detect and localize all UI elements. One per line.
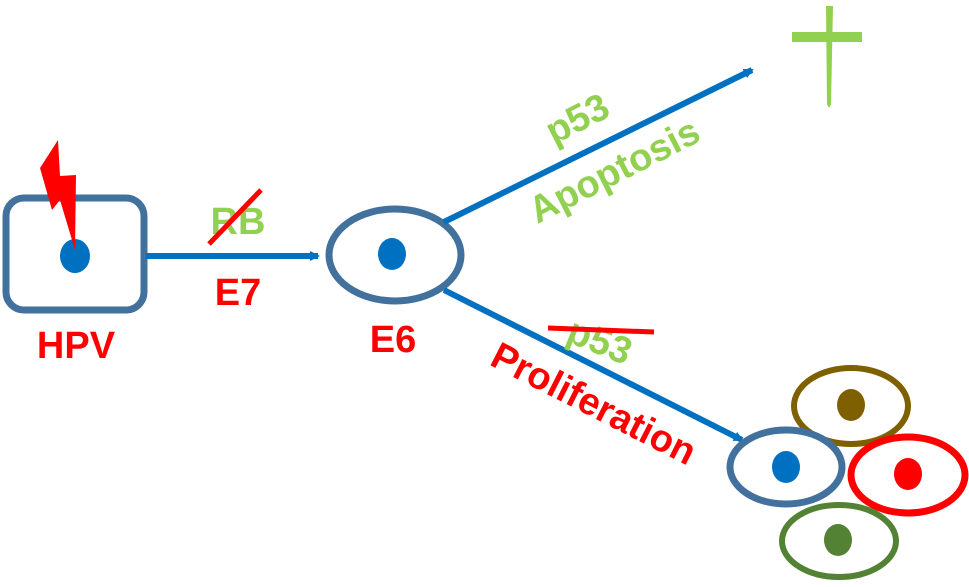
- e7-label: E7: [215, 272, 261, 314]
- p53-label-bottom: p53: [561, 310, 637, 373]
- e6-cell: [325, 205, 465, 305]
- arrow-to-proliferation: [442, 287, 744, 443]
- cell-brown: [791, 365, 911, 447]
- rb-strike: [207, 188, 263, 246]
- cell-cluster: [726, 365, 969, 580]
- hpv-cell-nucleus: [60, 239, 90, 273]
- arrow-to-apoptosis: [442, 67, 754, 225]
- cross-horizontal: [792, 32, 862, 42]
- e6-cell-membrane: [325, 205, 465, 305]
- cross-icon: [792, 6, 862, 107]
- lightning-bolt-icon: [40, 140, 76, 250]
- p53-strike: [547, 325, 655, 335]
- cell-red: [847, 433, 969, 517]
- e6-label: E6: [370, 319, 416, 361]
- cell-blue: [726, 426, 846, 508]
- cell-dark-green: [779, 502, 899, 580]
- hpv-label: HPV: [37, 325, 116, 367]
- e6-cell-nucleus: [378, 238, 406, 270]
- cross-vertical: [826, 6, 833, 107]
